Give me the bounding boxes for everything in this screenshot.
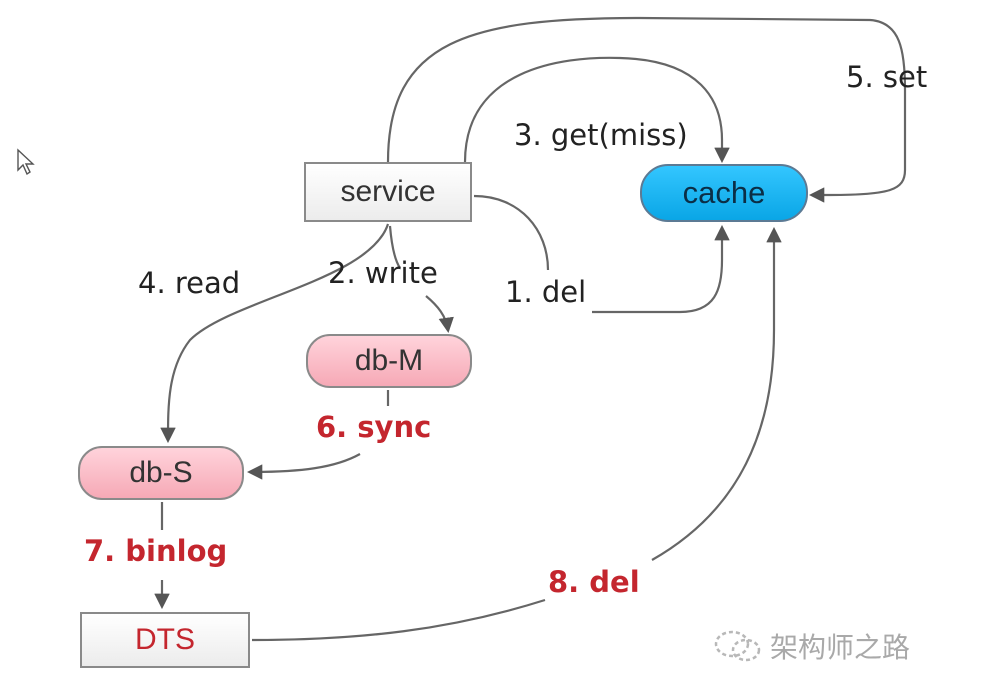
edge-label-sync: 6. sync <box>316 410 432 444</box>
edge-del8-b <box>651 226 782 561</box>
cache-label: cache <box>682 175 766 210</box>
edge-del8 <box>251 598 546 642</box>
edge-label-binlog: 7. binlog <box>84 534 228 568</box>
edge-write-b <box>425 295 454 334</box>
cache-node: cache <box>640 164 808 222</box>
edge-label-write: 2. write <box>328 256 438 290</box>
edge-sync <box>246 453 361 480</box>
edge-label-del-1: 1. del <box>505 275 587 309</box>
edge-label-del-8: 8. del <box>548 565 640 599</box>
db-s-node: db-S <box>78 446 244 500</box>
edge-label-set: 5. set <box>846 60 928 94</box>
watermark-text: 架构师之路 <box>770 631 911 664</box>
edge-write <box>388 225 401 269</box>
db-s-label: db-S <box>129 456 193 489</box>
wechat-icon <box>714 630 761 662</box>
edge-get <box>463 56 730 164</box>
edge-label-read: 4. read <box>138 266 241 300</box>
mouse-pointer-icon <box>17 148 35 176</box>
dts-label: DTS <box>135 623 195 656</box>
dts-node: DTS <box>80 612 250 668</box>
edge-del1-b <box>592 224 730 314</box>
db-m-label: db-M <box>354 344 424 377</box>
edge-read <box>160 223 390 444</box>
edge-set <box>386 16 907 203</box>
service-label: service <box>340 175 436 208</box>
service-node: service <box>304 162 472 222</box>
db-m-node: db-M <box>306 334 472 388</box>
edge-label-get: 3. get(miss) <box>514 118 688 152</box>
edge-del1 <box>473 194 550 271</box>
watermark: 架构师之路 <box>712 626 910 666</box>
